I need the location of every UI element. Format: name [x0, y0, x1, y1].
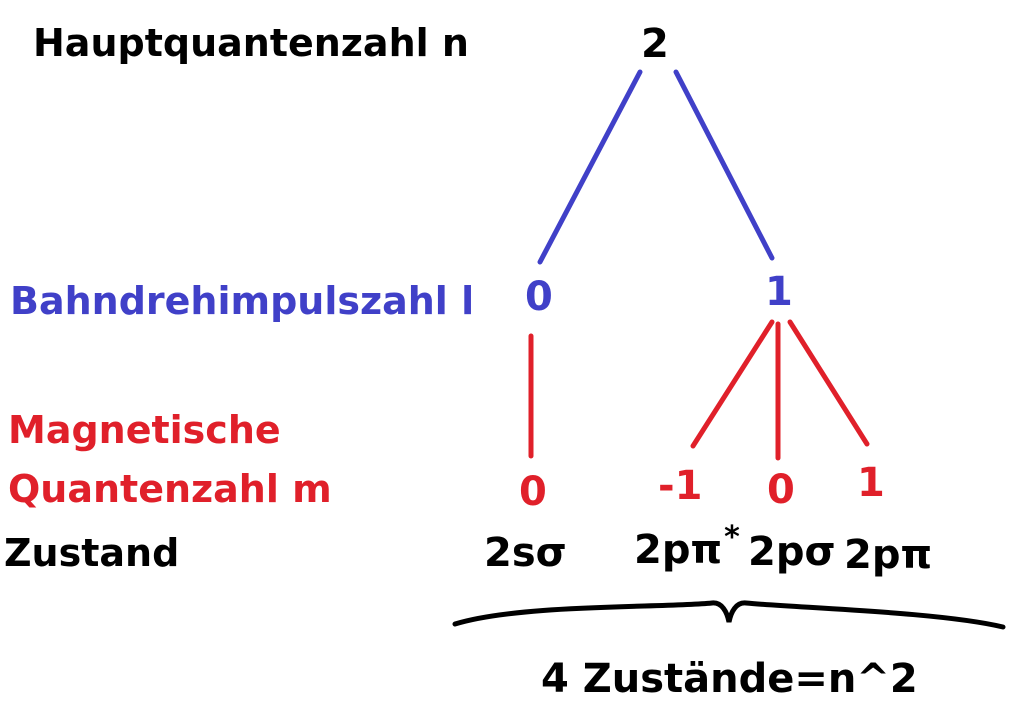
node-m-0-left: 0 [519, 469, 547, 515]
label-angular-momentum-number: Bahndrehimpulszahl l [10, 279, 475, 323]
node-n-2: 2 [641, 21, 669, 67]
edge-n-l0 [537, 69, 643, 265]
edge-l1-m1 [787, 319, 870, 447]
edge-l1-m-1 [690, 319, 775, 449]
node-m-0-right: 0 [767, 467, 795, 513]
state-2p-sigma: 2pσ [748, 529, 836, 575]
label-magnetic-line2: Quantenzahl m [8, 467, 332, 511]
label-magnetic-line1: Magnetische [8, 408, 281, 452]
state-2p-pi-star-base: 2pπ [634, 527, 723, 573]
edge-n-l1 [673, 69, 775, 261]
node-m-1: 1 [857, 460, 885, 506]
node-m-minus1: -1 [658, 463, 703, 509]
node-l-1: 1 [765, 269, 793, 315]
state-2p-pi-star: 2pπ* [634, 523, 740, 573]
summary-total-states: 4 Zustände=n^2 [541, 656, 918, 702]
curly-brace [452, 600, 1006, 630]
label-principal-quantum-number: Hauptquantenzahl n [33, 21, 469, 65]
state-2s-sigma: 2sσ [484, 530, 567, 576]
state-2p-pi: 2pπ [844, 532, 933, 578]
label-state: Zustand [4, 531, 180, 575]
star-superscript: * [724, 520, 740, 555]
node-l-0: 0 [525, 274, 553, 320]
